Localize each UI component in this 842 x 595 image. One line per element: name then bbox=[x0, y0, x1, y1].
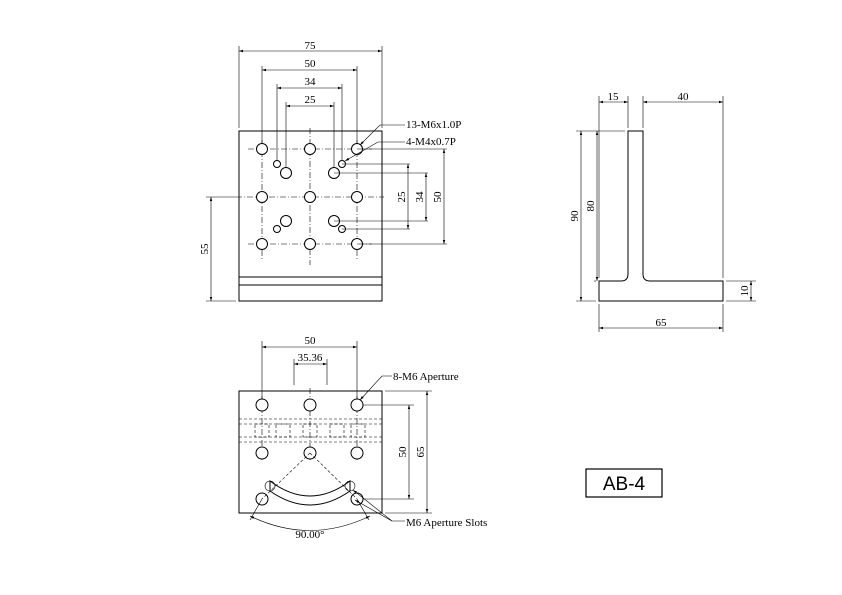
dim-height-34: 34 bbox=[414, 191, 426, 203]
dim-height-55: 55 bbox=[199, 243, 211, 255]
dim-height-65: 65 bbox=[415, 446, 427, 458]
m6-aperture-hole bbox=[350, 398, 364, 412]
m6-aperture-hole bbox=[350, 446, 364, 460]
side-view-outline bbox=[598, 130, 724, 302]
m6-aperture-hole bbox=[255, 446, 269, 460]
m6-hole bbox=[256, 238, 268, 250]
m6-hole bbox=[351, 191, 363, 203]
arc-slot bbox=[269, 480, 351, 506]
m6-hole bbox=[280, 215, 292, 227]
dim-width-34: 34 bbox=[305, 76, 317, 88]
callout-slots: M6 Aperture Slots bbox=[406, 517, 487, 529]
dim-height-50: 50 bbox=[432, 191, 444, 203]
callout-m4-thread: 4-M4x0.7P bbox=[406, 136, 456, 148]
callout-m6-thread: 13-M6x1.0P bbox=[406, 119, 461, 131]
dim-width-65: 65 bbox=[656, 317, 668, 329]
m4-hole bbox=[273, 160, 281, 168]
bottom-view-outline bbox=[238, 390, 383, 514]
top-view-outline bbox=[238, 130, 383, 302]
model-tag-label: AB-4 bbox=[603, 474, 646, 495]
dim-width-50: 50 bbox=[305, 58, 317, 70]
model-tag-box bbox=[585, 468, 663, 498]
m6-hole bbox=[304, 143, 316, 155]
m6-hole-group bbox=[256, 143, 363, 250]
m6-hole bbox=[256, 191, 268, 203]
m4-hole bbox=[273, 225, 281, 233]
dim-height-25: 25 bbox=[396, 191, 408, 203]
dim-width-50-bottom: 50 bbox=[305, 335, 317, 347]
dim-height-10: 10 bbox=[739, 285, 751, 297]
dim-width-15: 15 bbox=[608, 91, 620, 103]
m6-hole bbox=[256, 143, 268, 155]
m6-hole bbox=[304, 191, 316, 203]
dim-height-90: 90 bbox=[569, 210, 581, 222]
side-view: 15 40 90 80 10 65 bbox=[569, 91, 756, 332]
dim-height-50-bottom: 50 bbox=[397, 446, 409, 458]
m6-hole bbox=[304, 238, 316, 250]
dim-width-40: 40 bbox=[678, 91, 690, 103]
dim-width-75: 75 bbox=[305, 40, 317, 52]
m6-hole bbox=[280, 167, 292, 179]
dim-width-3536: 35.36 bbox=[298, 352, 323, 364]
callout-aperture: 8-M6 Aperture bbox=[393, 371, 459, 383]
m6-aperture-hole bbox=[255, 398, 269, 412]
m6-aperture-hole bbox=[303, 398, 317, 412]
top-view: 75 50 34 25 55 25 34 50 13-M6x1.0P 4-M4x… bbox=[199, 40, 461, 302]
model-tag: AB-4 bbox=[585, 468, 663, 498]
dim-width-25: 25 bbox=[305, 94, 317, 106]
dim-height-80: 80 bbox=[585, 200, 597, 212]
dim-angle: 90.00° bbox=[295, 529, 324, 541]
bottom-view: 90.00° 50 35.36 50 65 8-M6 Aperture M6 A… bbox=[238, 335, 487, 541]
